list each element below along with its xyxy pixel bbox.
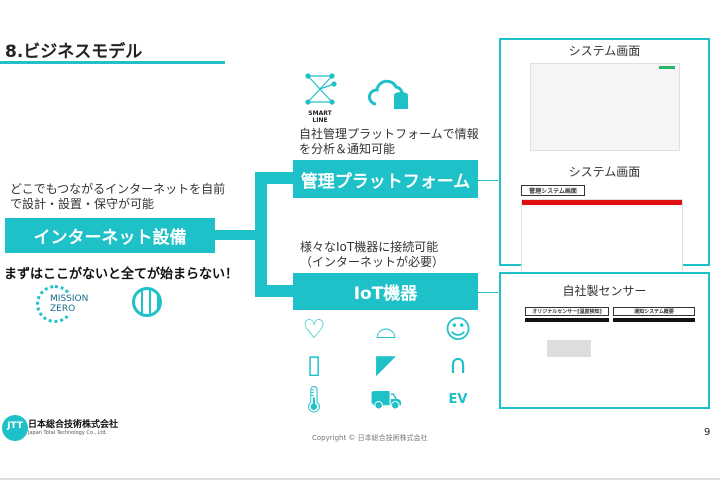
headset-icon: ∩ [448,350,468,380]
tablet-icon: ▯ [306,350,322,380]
sensor-panel: 自社製センサー オリジナルセンサー[温度検知] 通知システム概要 [499,272,710,409]
company-name: 日本総合技術株式会社 [28,420,119,430]
page-title: 8.ビジネスモデル [5,42,143,62]
vehicle-icon: ⛟ [369,385,403,415]
bottom-divider [0,478,720,480]
security-camera-icon: ◤ [376,350,396,380]
arrow [478,292,498,293]
company-logo: JTT [2,415,28,441]
mission-zero-logo: MISSION ZERO [36,285,116,323]
ceiling-sensor-icon: ⌓ [375,315,397,345]
management-screenshot [521,199,683,279]
heart-monitor-icon: ♡ [302,315,326,345]
sensor-photo [547,340,591,357]
connector [255,172,267,297]
management-system-label: 管理システム画面 [521,185,585,196]
title-underline [0,61,225,64]
robot-icon: ☺ [444,315,472,345]
system-screenshot [529,63,680,151]
slogan: まずはここがないと全てが始まらない！ [4,267,239,282]
management-platform-box: 管理プラットフォーム [293,160,478,198]
connector [255,285,295,297]
iot-desc-1: 様々なIoT機器に接続可能 [300,240,439,254]
company-name-en: Japan Total Technology Co., Ltd. [28,430,108,436]
cloud-database-icon [368,78,410,114]
globe-icon [132,287,162,317]
page-number: 9 [704,427,711,438]
internet-equipment-box: インターネット設備 [5,218,215,253]
connector [255,172,295,184]
arrow [478,180,498,181]
smart-line-logo: SMART LINE [300,72,340,124]
internet-desc: どこでもつながるインターネットを自前で設計・設置・保守が可能 [10,182,226,211]
system-screen-panel: システム画面 システム画面 管理システム画面 [499,38,710,279]
thermometer-icon: 🌡 [297,385,331,415]
copyright: Copyright © 日本総合技術株式会社 [312,434,428,442]
iot-desc-2: （インターネットが必要） [300,255,445,269]
platform-desc: 自社管理プラットフォームで情報を分析＆通知可能 [299,127,479,156]
connector [215,230,260,240]
ev-charger-icon: EV [448,392,468,407]
iot-devices-box: IoT機器 [293,273,478,310]
